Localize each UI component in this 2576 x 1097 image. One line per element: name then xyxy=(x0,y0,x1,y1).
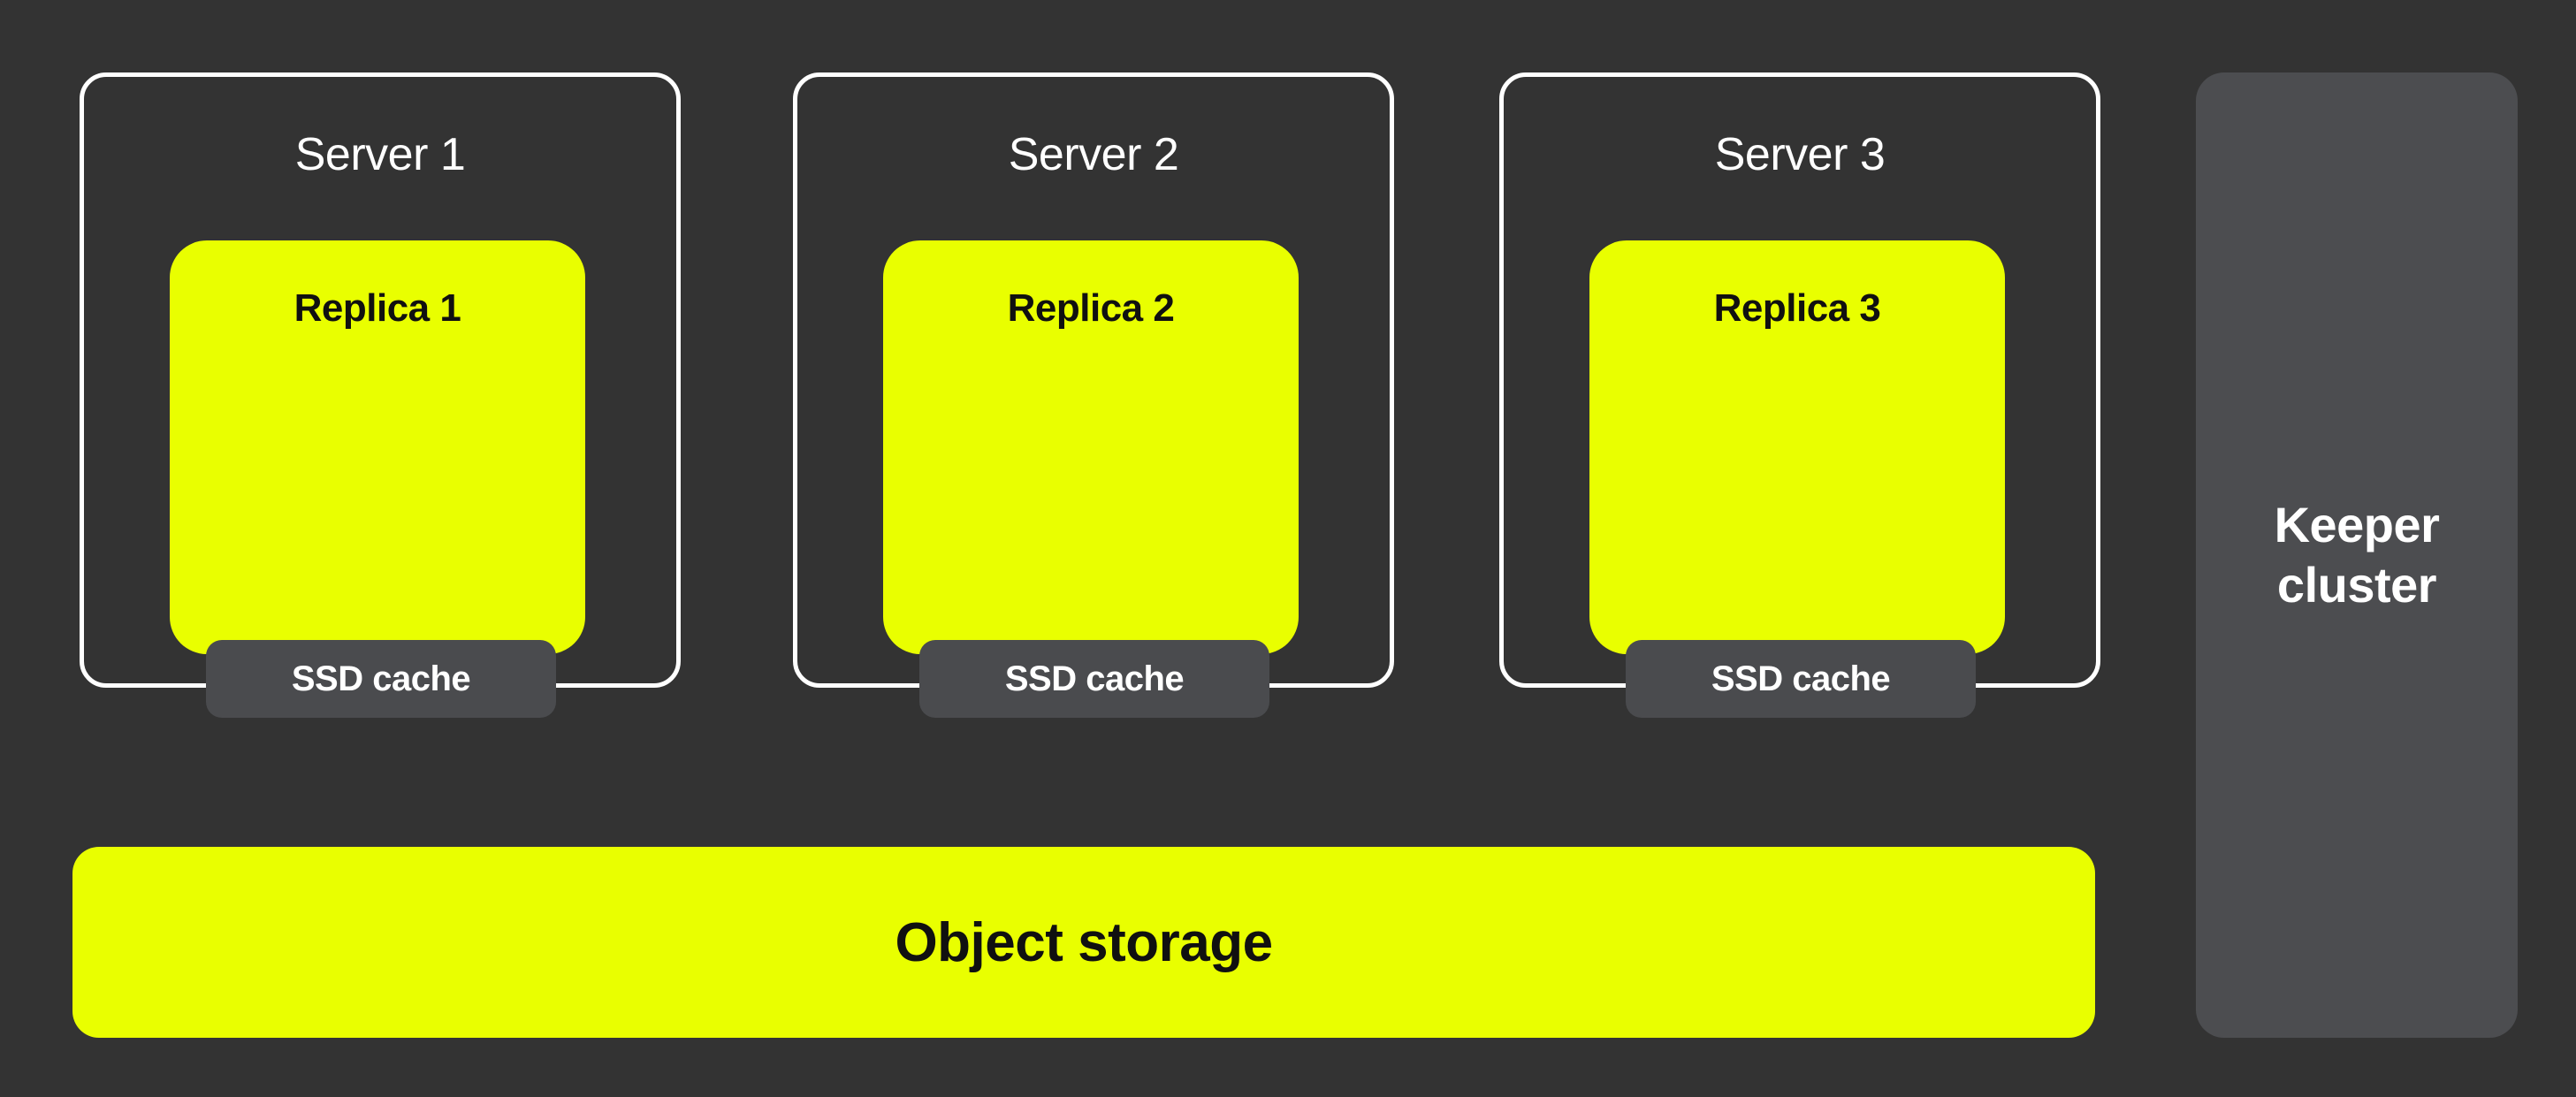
replica-1-box: Replica 1 xyxy=(170,240,585,654)
server-2-box: Server 2 Replica 2 SSD cache xyxy=(793,72,1394,718)
replica-3-label: Replica 3 xyxy=(1713,286,1881,330)
replica-2-label: Replica 2 xyxy=(1007,286,1175,330)
server-3-box: Server 3 Replica 3 SSD cache xyxy=(1499,72,2100,718)
keeper-cluster-box: Keeper cluster xyxy=(2196,72,2518,1038)
ssd-cache-2-box: SSD cache xyxy=(919,640,1269,718)
server-1-box: Server 1 Replica 1 SSD cache xyxy=(80,72,681,718)
ssd-cache-3-box: SSD cache xyxy=(1626,640,1976,718)
server-3-label: Server 3 xyxy=(1714,129,1886,180)
object-storage-label: Object storage xyxy=(895,911,1273,973)
ssd-cache-1-label: SSD cache xyxy=(291,659,471,698)
replica-1-label: Replica 1 xyxy=(293,286,461,330)
keeper-cluster-label: Keeper cluster xyxy=(2274,496,2440,613)
replica-2-box: Replica 2 xyxy=(883,240,1299,654)
ssd-cache-2-label: SSD cache xyxy=(1004,659,1185,698)
ssd-cache-3-label: SSD cache xyxy=(1711,659,1891,698)
server-2-label: Server 2 xyxy=(1008,129,1179,180)
object-storage-box: Object storage xyxy=(72,847,2095,1038)
replica-3-box: Replica 3 xyxy=(1589,240,2005,654)
server-1-label: Server 1 xyxy=(294,129,466,180)
ssd-cache-1-box: SSD cache xyxy=(206,640,556,718)
